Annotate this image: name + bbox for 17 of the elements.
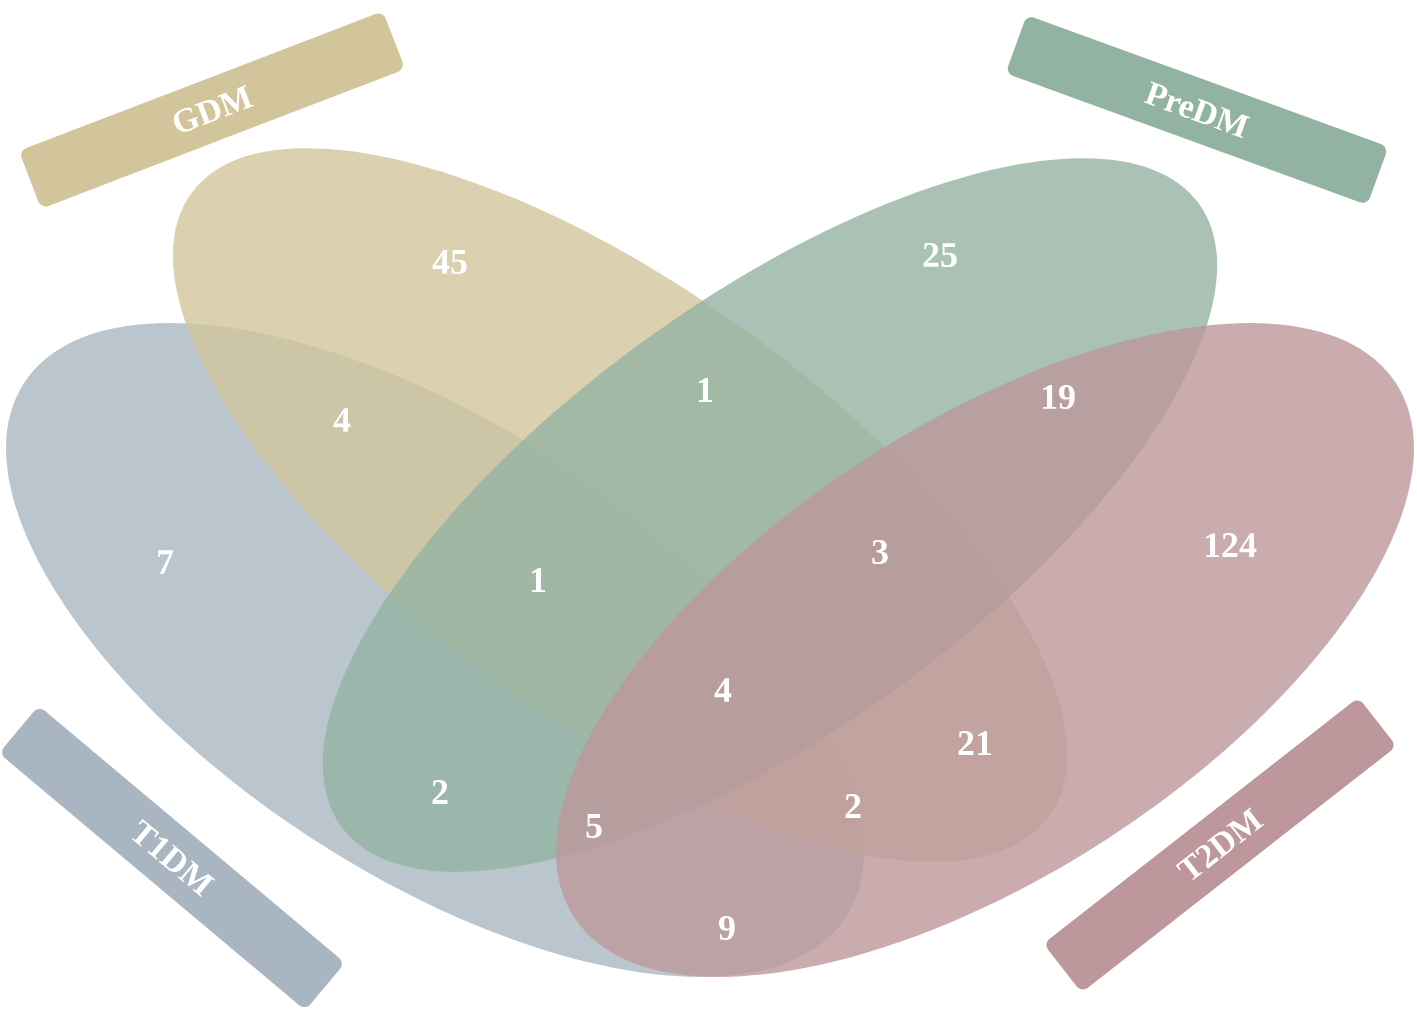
count-label: 4 <box>333 408 351 432</box>
count-label: 1 <box>698 378 713 402</box>
count-label: 4 <box>714 678 732 702</box>
count-label: 2 <box>845 794 861 818</box>
count-label: 45 <box>432 249 467 274</box>
count-label: 21 <box>958 731 992 755</box>
legend-box: PreDM <box>1007 17 1387 203</box>
count-label: 3 <box>872 539 888 565</box>
count-label: 19 <box>1042 384 1075 410</box>
count-label: 5 <box>586 814 602 838</box>
count-label: 25 <box>923 242 957 268</box>
count-label: 7 <box>158 550 174 574</box>
count-label: 9 <box>719 915 735 941</box>
count-label: 124 <box>1205 533 1257 557</box>
count-label: 1 <box>531 568 546 592</box>
legend-box: GDM <box>21 13 403 207</box>
count-label: 2 <box>432 780 448 804</box>
